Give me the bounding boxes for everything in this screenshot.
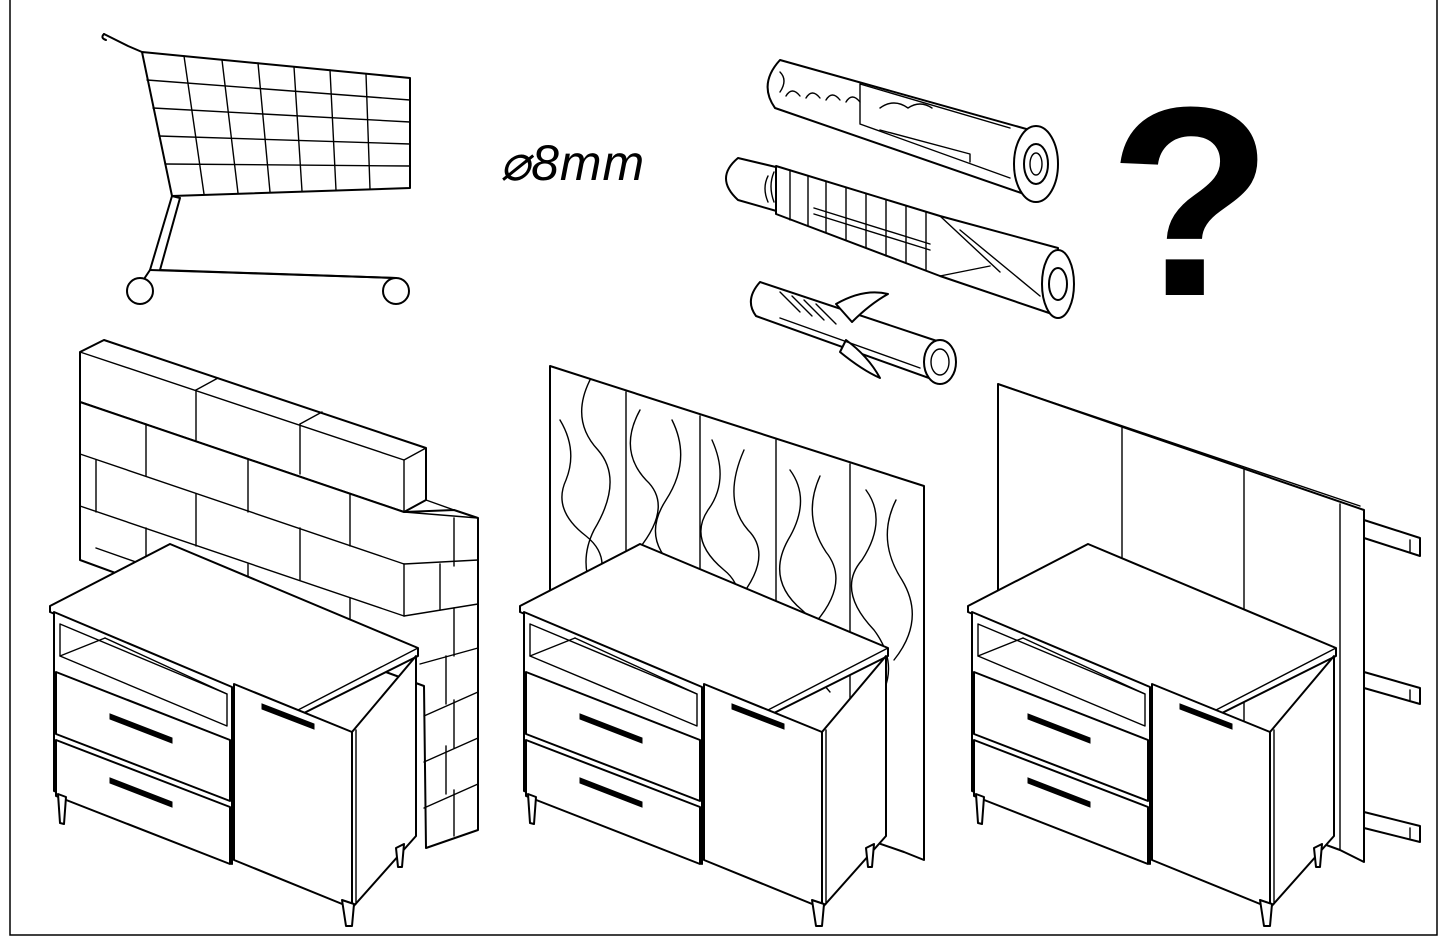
question-mark-icon: ? [1108,52,1273,353]
anchor-top [766,59,1059,203]
anchor-diameter-label: ⌀8mm [500,135,646,191]
shopping-cart-icon [101,33,411,305]
panel-frame [9,0,1438,936]
anchor-middle [725,157,1075,319]
anchor-small [749,281,957,385]
wall-plug-anchor-icon [725,59,1075,385]
